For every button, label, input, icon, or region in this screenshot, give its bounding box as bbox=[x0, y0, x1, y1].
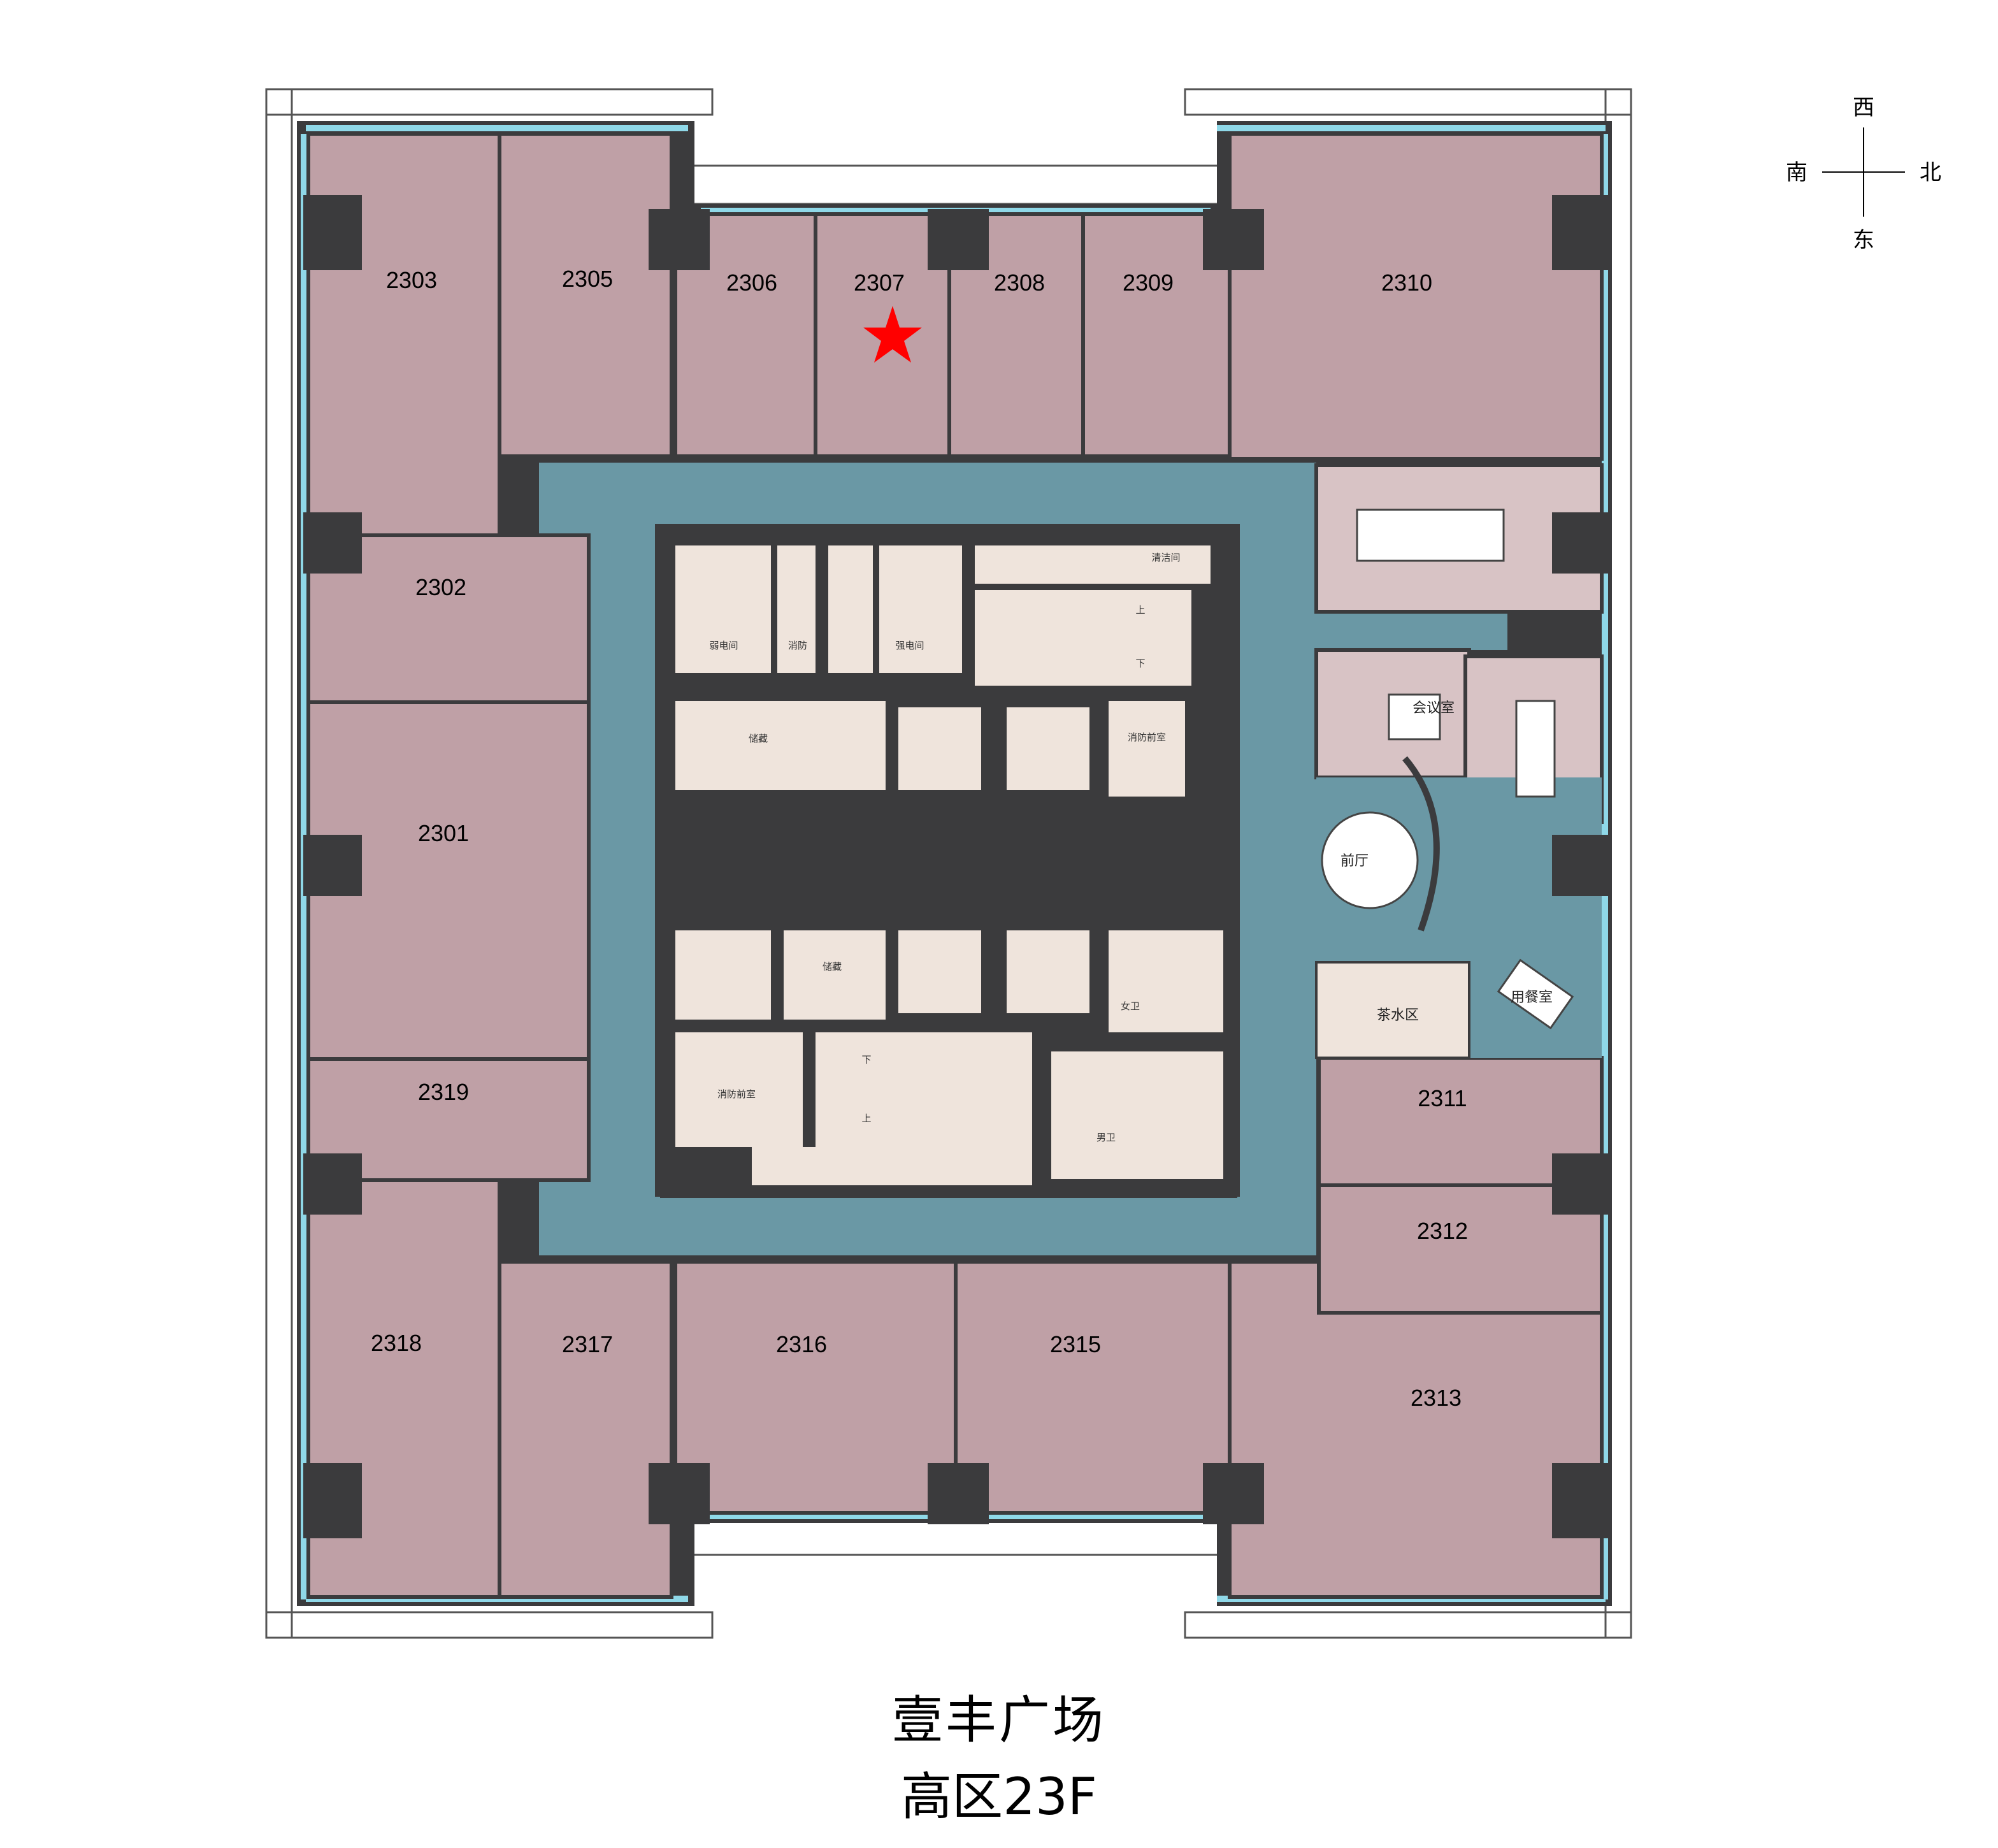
strong-current-label: 强电间 bbox=[895, 640, 924, 651]
service-labels: 弱电间 消防 强电间 清洁间 上 下 储藏 消防前室 储藏 女卫 消防前室 男卫… bbox=[709, 552, 1180, 1143]
room-2308-label: 2308 bbox=[994, 270, 1045, 296]
room-2313-label: 2313 bbox=[1411, 1385, 1462, 1411]
tea-area-label: 茶水区 bbox=[1377, 1007, 1419, 1023]
small-meeting-table bbox=[1388, 693, 1441, 740]
room-2306-label: 2306 bbox=[726, 270, 777, 296]
male-wc-label: 男卫 bbox=[1096, 1132, 1116, 1143]
room-2316[interactable] bbox=[673, 1260, 958, 1515]
fire-label: 消防 bbox=[788, 640, 807, 651]
columns bbox=[303, 195, 1611, 1538]
compass-south: 南 bbox=[1786, 160, 1808, 185]
corridor bbox=[539, 463, 1316, 1255]
stair-down-label: 下 bbox=[1135, 658, 1145, 669]
stair-down-label-2: 下 bbox=[861, 1054, 871, 1065]
dining-table bbox=[1497, 958, 1574, 1030]
room-2313[interactable] bbox=[1228, 1260, 1604, 1599]
room-2303-label: 2303 bbox=[386, 267, 437, 293]
stair-up-label: 上 bbox=[1135, 604, 1145, 616]
meeting-table bbox=[1356, 509, 1505, 562]
compass-east: 东 bbox=[1853, 227, 1874, 253]
service-cores bbox=[660, 529, 1237, 1198]
fire-anteroom-label-1: 消防前室 bbox=[1128, 732, 1166, 743]
room-2312-label: 2312 bbox=[1417, 1218, 1468, 1244]
selected-unit-star bbox=[863, 306, 922, 363]
room-2318-label: 2318 bbox=[371, 1330, 422, 1356]
room-2316-label: 2316 bbox=[776, 1331, 827, 1357]
storage-label-1: 储藏 bbox=[749, 733, 768, 744]
room-2310[interactable] bbox=[1228, 132, 1604, 461]
room-2310-label: 2310 bbox=[1381, 270, 1432, 296]
room-2315[interactable] bbox=[954, 1260, 1232, 1515]
dining-label: 用餐室 bbox=[1511, 990, 1553, 1006]
room-2315-label: 2315 bbox=[1050, 1331, 1101, 1357]
cleaning-label: 清洁间 bbox=[1151, 552, 1180, 563]
room-2317-label: 2317 bbox=[562, 1331, 613, 1357]
meeting-room-label: 会议室 bbox=[1412, 700, 1455, 716]
compass-west: 西 bbox=[1853, 95, 1874, 120]
female-wc-label: 女卫 bbox=[1121, 1000, 1140, 1012]
meeting-table-2 bbox=[1515, 700, 1556, 798]
lobby-label: 前厅 bbox=[1340, 853, 1369, 869]
room-2309-label: 2309 bbox=[1123, 270, 1174, 296]
corridor-branch bbox=[1316, 612, 1507, 650]
room-2311-label: 2311 bbox=[1418, 1085, 1467, 1111]
lobby-circle bbox=[1321, 811, 1419, 909]
building-title: 壹丰广场 bbox=[892, 1691, 1106, 1750]
room-2305[interactable] bbox=[498, 132, 673, 458]
room-labels: 2303 2305 2306 2307 2308 2309 2310 2302 … bbox=[371, 266, 1468, 1411]
fire-anteroom-label-2: 消防前室 bbox=[717, 1088, 756, 1100]
room-2302-label: 2302 bbox=[415, 574, 466, 600]
stair-up-label-2: 上 bbox=[861, 1113, 871, 1124]
storage-label-2: 储藏 bbox=[823, 961, 842, 972]
floor-subtitle: 高区23F bbox=[901, 1767, 1097, 1826]
room-2319-label: 2319 bbox=[418, 1079, 469, 1105]
compass-north: 北 bbox=[1920, 160, 1941, 185]
weak-current-label: 弱电间 bbox=[709, 640, 738, 651]
room-2303[interactable] bbox=[306, 132, 501, 537]
room-2307-label: 2307 bbox=[854, 270, 905, 296]
room-2301-label: 2301 bbox=[418, 820, 469, 846]
amenity-labels: 会议室 茶水区 前厅 用餐室 bbox=[1340, 700, 1553, 1023]
room-2317[interactable] bbox=[498, 1260, 673, 1599]
room-2305-label: 2305 bbox=[562, 266, 613, 292]
compass: 西 南 北 东 bbox=[1786, 95, 1941, 253]
